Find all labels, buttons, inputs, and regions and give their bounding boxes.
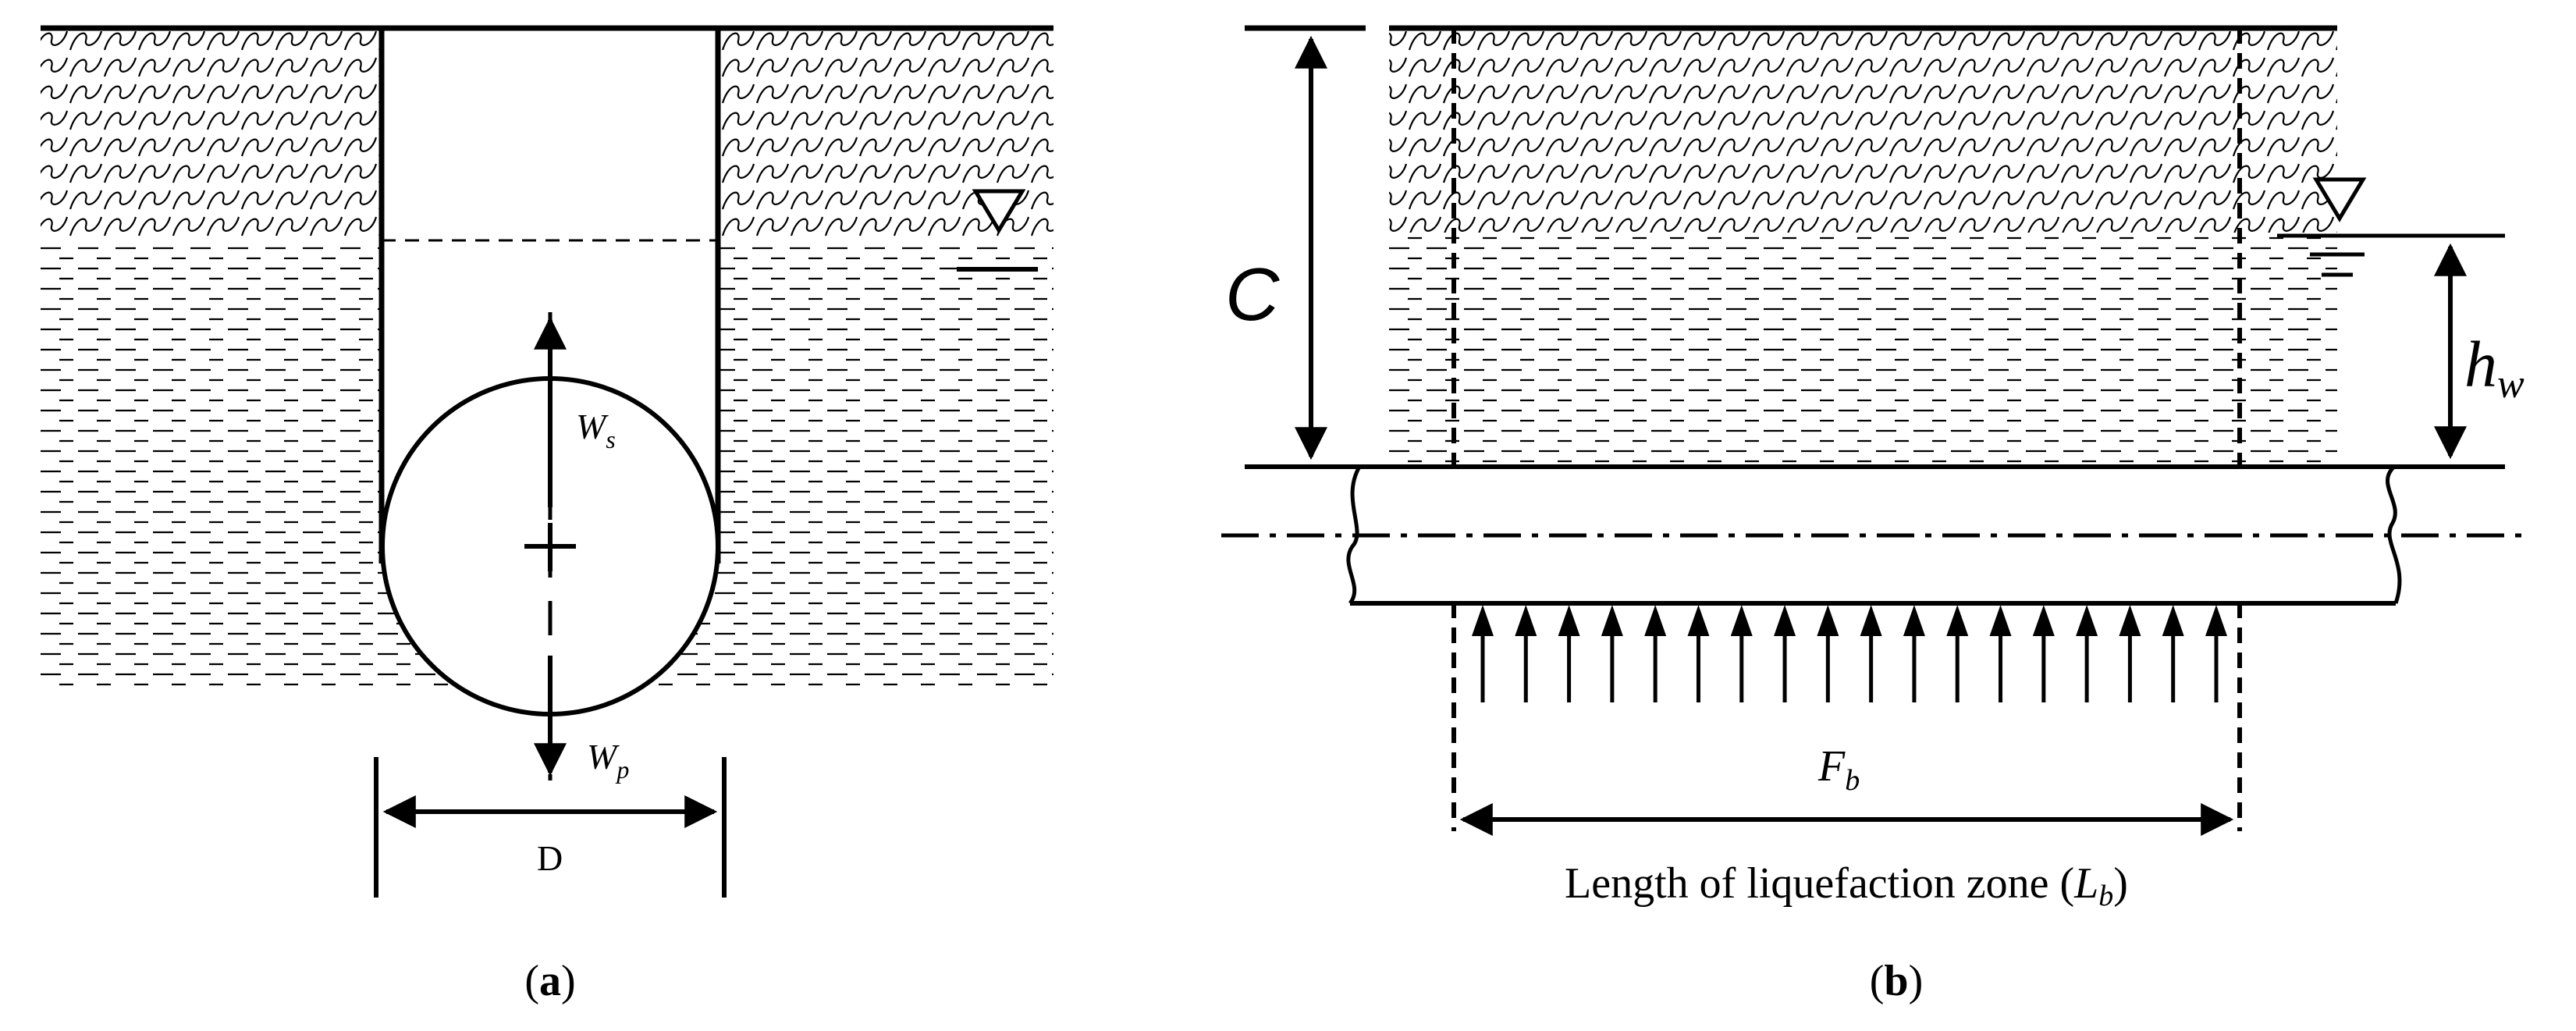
buoyant-force-arrowhead [1644,605,1667,636]
soil-zone-b [1389,31,2337,233]
diameter-label: D [537,838,563,878]
buoyant-force-arrowhead [1601,605,1623,636]
buoyant-force-arrowhead [1774,605,1796,636]
cover-depth-label: C [1225,253,1280,336]
buoyant-force-arrowhead [2032,605,2055,636]
soil-zone-left [41,31,380,240]
saturated-zone-right [720,240,1053,687]
upward-force-label: Ws [576,407,616,453]
panel-b-caption: (b) [1870,957,1923,1005]
panel-a: Ws Wp D (a) [41,25,1053,1005]
water-depth-label: hw [2464,329,2524,407]
buoyant-force-arrowhead [1730,605,1753,636]
buoyant-force-arrows [1472,605,2227,702]
buoyant-force-arrowhead [1515,605,1537,636]
saturated-zone-left [41,240,380,687]
buoyant-force-arrowhead [1946,605,1969,636]
pipe-break-left [1346,465,1362,605]
buoyant-force-arrowhead [1903,605,1925,636]
panel-b: C hw Fb Length of liquefaction zone (Lb)… [1221,25,2532,1005]
buoyant-force-arrowhead [2205,605,2227,636]
panel-a-caption: (a) [524,957,575,1005]
buoyant-force-arrowhead [1860,605,1882,636]
water-table-symbol-b [2277,177,2505,277]
buoyant-force-arrowhead [1558,605,1580,636]
downward-force-label: Wp [587,737,629,784]
buoyant-force-arrowhead [2119,605,2141,636]
pipe-break-right [2386,465,2402,604]
buoyant-force-arrowhead [1687,605,1710,636]
buoyant-force-label: Fb [1817,742,1860,797]
zone-length-label: Length of liquefaction zone (Lb) [1565,859,2128,912]
buoyant-force-arrowhead [1817,605,1839,636]
buoyant-force-arrowhead [2076,605,2098,636]
water-table-symbol [957,189,1038,272]
saturated-zone-b [1389,233,2337,467]
buoyant-force-arrowhead [2162,605,2184,636]
buoyant-force-arrowhead [1472,605,1494,636]
buoyant-force-arrowhead [1989,605,2012,636]
